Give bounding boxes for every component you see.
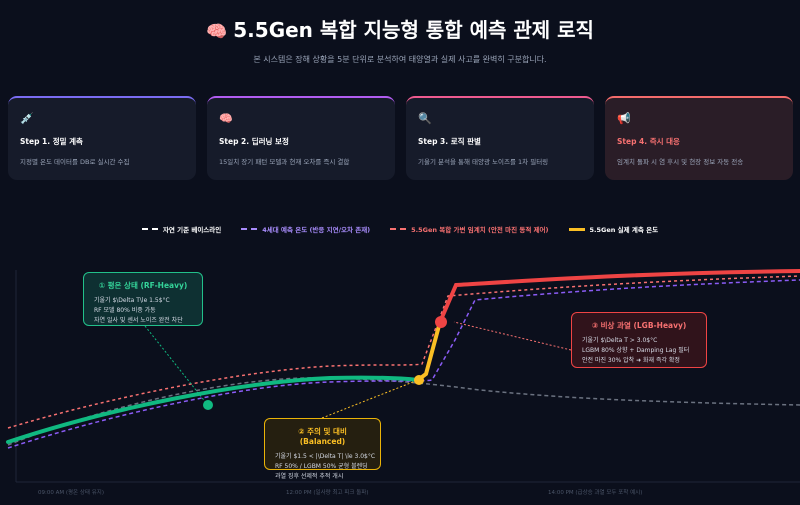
step-desc: 임계치 돌파 시 염 후시 및 현장 정보 자동 전송 xyxy=(617,158,744,166)
legend-label: 5.5Gen 실제 계측 온도 xyxy=(589,226,659,234)
series-measured-normal xyxy=(6,375,420,444)
step-title: Step 2. 딥러닝 보정 xyxy=(219,137,289,146)
page-subtitle: 본 시스템은 장해 상황을 5분 단위로 분석하여 태양열과 실제 사고를 완벽… xyxy=(253,55,547,64)
annotation-normal: ① 평온 상태 (RF-Heavy) 기울기 $\Delta T\le 1.5$… xyxy=(83,272,203,326)
brain-icon: 🧠 xyxy=(219,112,233,125)
connector-alarm xyxy=(453,321,572,351)
x-axis-label: 12:00 PM (일사량 최고 피크 돌파) xyxy=(286,490,369,496)
step-title: Step 3. 로직 판별 xyxy=(418,137,481,146)
step-desc: 15일치 장기 패턴 모델과 현재 오차를 즉시 결합 xyxy=(219,158,350,166)
megaphone-icon: 📢 xyxy=(617,112,631,125)
legend-label: 자연 기준 베이스라인 xyxy=(162,226,222,234)
step-card-4: 📢 Step 4. 즉시 대응 임계치 돌파 시 염 후시 및 현장 정보 자동… xyxy=(605,96,793,180)
annotation-line: 자연 일사 및 센서 노이즈 완전 차단 xyxy=(94,317,183,324)
step-title: Step 4. 즉시 대응 xyxy=(617,137,680,146)
x-axis-label: 09:00 AM (평온 상태 유지) xyxy=(38,490,105,496)
marker-caution[interactable] xyxy=(414,375,424,385)
annotation-line: 기울기 $\Delta T > 3.0$°C xyxy=(582,337,658,344)
annotation-line: LGBM 80% 상향 + Damping Lag 필터 xyxy=(582,347,690,354)
annotation-line: 기울기 $\Delta T\le 1.5$°C xyxy=(94,297,170,304)
step-desc: 지정별 온도 데이터를 DB로 실시간 수집 xyxy=(20,158,130,166)
series-measured-alarm xyxy=(438,269,800,324)
step-cards: 💉 Step 1. 정밀 계측 지정별 온도 데이터를 DB로 실시간 수집 🧠… xyxy=(8,96,793,180)
marker-normal[interactable] xyxy=(203,400,213,410)
chart-legend: 자연 기준 베이스라인 4세대 예측 온도 (반응 지연/오차 존재) 5.5G… xyxy=(0,222,800,236)
legend-swatch xyxy=(141,228,158,230)
magnifier-icon: 🔍 xyxy=(418,112,432,125)
step-desc: 기울기 분석을 통해 태양광 노이즈를 1차 필터링 xyxy=(418,158,549,166)
annotation-line: RF 모델 80% 비중 가동 xyxy=(94,307,156,314)
step-card-1: 💉 Step 1. 정밀 계측 지정별 온도 데이터를 DB로 실시간 수집 xyxy=(8,96,196,180)
series-prediction xyxy=(7,279,800,449)
legend-label: 5.5Gen 복합 가변 임계치 (안전 마진 동적 제어) xyxy=(411,226,549,234)
connector-normal xyxy=(144,325,208,405)
step-card-3: 🔍 Step 3. 로직 판별 기울기 분석을 통해 태양광 노이즈를 1차 필… xyxy=(406,96,594,180)
legend-item-measured[interactable]: 5.5Gen 실제 계측 온도 xyxy=(568,222,659,236)
legend-swatch xyxy=(390,228,407,230)
syringe-icon: 💉 xyxy=(20,112,34,125)
legend-item-baseline[interactable]: 자연 기준 베이스라인 xyxy=(141,222,222,236)
step-title: Step 1. 정밀 계측 xyxy=(20,137,83,146)
annotation-title: ① 평온 상태 (RF-Heavy) xyxy=(98,281,188,290)
legend-label: 4세대 예측 온도 (반응 지연/오차 존재) xyxy=(262,226,371,234)
legend-swatch xyxy=(568,227,585,231)
series-threshold xyxy=(7,275,800,429)
annotation-title: ③ 비상 과열 (LGB-Heavy) xyxy=(591,321,687,330)
legend-item-prediction[interactable]: 4세대 예측 온도 (반응 지연/오차 존재) xyxy=(241,222,370,236)
annotation-line: 과열 징후 선제적 추적 개시 xyxy=(275,473,344,480)
grid xyxy=(15,270,800,483)
annotation-line: 기울기 $1.5 < |\Delta T| \le 3.0$°C xyxy=(275,453,376,460)
temperature-chart xyxy=(6,269,800,483)
brain-icon: 🧠 xyxy=(206,22,228,42)
annotation-caution: ② 주의 및 대비 (Balanced) 기울기 $1.5 < |\Delta … xyxy=(264,418,381,480)
annotation-line: RF 50% / LGBM 50% 균형 블렌딩 xyxy=(275,463,368,470)
x-axis-label: 14:00 PM (급상승 과열 모두 포착 예시) xyxy=(548,490,643,496)
annotation-line: 안전 마진 30% 압착 ➜ 화재 즉각 확정 xyxy=(582,357,680,364)
marker-alarm[interactable] xyxy=(435,316,447,328)
annotation-title: ② 주의 및 대비 (Balanced) xyxy=(298,427,347,446)
connector-caution xyxy=(321,379,419,419)
page-title: 🧠5.5Gen 복합 지능형 통합 예측 관제 로직 xyxy=(0,14,800,43)
step-card-2: 🧠 Step 2. 딥러닝 보정 15일치 장기 패턴 모델과 현재 오차를 즉… xyxy=(207,96,395,180)
legend-swatch xyxy=(241,228,258,230)
annotation-alarm: ③ 비상 과열 (LGB-Heavy) 기울기 $\Delta T > 3.0$… xyxy=(571,312,707,368)
legend-item-threshold[interactable]: 5.5Gen 복합 가변 임계치 (안전 마진 동적 제어) xyxy=(390,222,549,236)
series-baseline xyxy=(7,377,800,446)
page-title-text: 5.5Gen 복합 지능형 통합 예측 관제 로직 xyxy=(233,18,594,42)
